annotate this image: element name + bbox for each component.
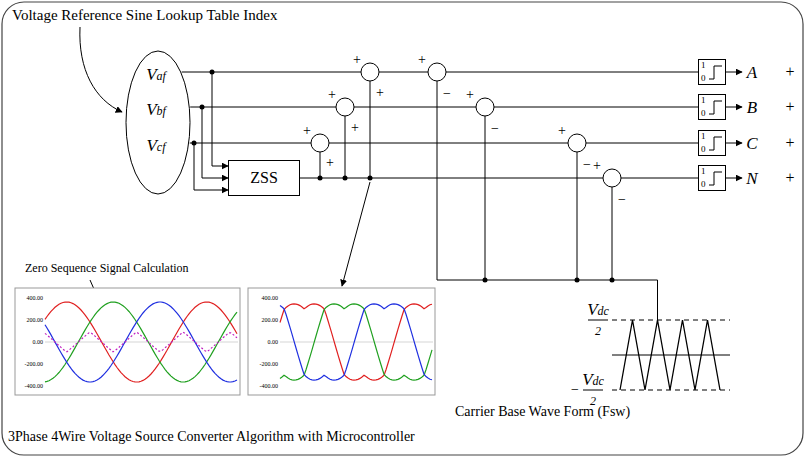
signal-ellipse: VafVbfVcf [125,50,191,195]
sign-label: + [558,124,566,138]
callout-arrow [80,27,122,112]
level-label: 0 [701,180,706,189]
carrier-caption: Carrier Base Wave Form (Fsw) [455,405,630,419]
callout-text: Zero Sequence Signal Calculation [25,262,189,274]
signal-connector [190,143,228,190]
level-label: 1 [701,167,706,176]
waveform-trace [280,304,432,380]
waveform-trace [280,304,432,380]
sign-label: + [785,99,794,115]
axis-tick: -200.00 [25,361,44,367]
process-box: ZSS [228,160,300,196]
sign-label: + [303,124,311,138]
sign-label: + [351,121,359,135]
waveform-trace [45,302,237,382]
summing-junctions [311,63,621,187]
comparator-box: 10 [698,165,726,191]
sign-label: − [491,122,499,136]
sign-label: − [618,193,626,207]
axis-tick: -400.00 [260,383,279,389]
signal-name: Vaf [146,66,166,83]
signal-connector [190,107,228,178]
axis-tick: 200.00 [27,317,44,323]
sign-label: − [583,158,591,172]
junction-dots [192,70,615,283]
sign-label: + [376,86,384,100]
output-name: B [747,99,757,116]
sign-label: + [785,64,794,80]
axis-tick: -400.00 [25,383,44,389]
level-label: 1 [701,132,706,141]
level-label: 0 [701,145,706,154]
callout-text: Voltage Reference Sine Lookup Table Inde… [12,8,277,23]
axis-tick: 400.00 [27,295,44,301]
level-label: 1 [701,61,706,70]
sign-label: + [466,88,474,102]
axis-tick: 0.00 [268,339,279,345]
axis-tick: 400.00 [262,295,279,301]
level-label: 1 [701,96,706,105]
box-label: ZSS [250,170,278,186]
waveform-trace [45,302,237,382]
comparator-box: 10 [698,59,726,85]
sign-label: + [785,135,794,151]
voltage-label: Vdc [582,371,604,388]
step-line [709,137,722,150]
waveform-trace [45,302,237,382]
step-line [709,101,722,114]
ellipse-shape [126,51,190,194]
level-label: 0 [701,74,706,83]
sign-label: + [593,159,601,173]
comparator-box: 10 [698,130,726,156]
sign-label: − [443,87,451,101]
sign-label: + [418,53,426,67]
output-name: A [747,64,757,81]
sign-label: + [328,88,336,102]
output-name: C [746,135,757,152]
sign-label: + [353,53,361,67]
figure-caption: 3Phase 4Wire Voltage Source Converter Al… [8,430,415,444]
waveform-plots [15,288,435,395]
comparator-box: 10 [698,94,726,120]
axis-tick: -200.00 [260,361,279,367]
level-label: 0 [701,109,706,118]
sign-label: + [326,156,334,170]
voltage-label: Vdc [587,301,609,318]
output-name: N [746,170,757,187]
waveform-trace [45,332,237,352]
voltage-label: 2 [595,325,601,337]
carrier-waveform [583,320,730,390]
signal-name: Vbf [146,101,166,118]
waveform-trace [280,304,432,380]
axis-tick: 200.00 [262,317,279,323]
step-line [709,66,722,79]
axis-tick: 0.00 [33,339,44,345]
step-line [709,172,722,185]
signal-name: Vcf [146,137,165,154]
sign-label: + [785,170,794,186]
sign-label: − [571,383,579,397]
